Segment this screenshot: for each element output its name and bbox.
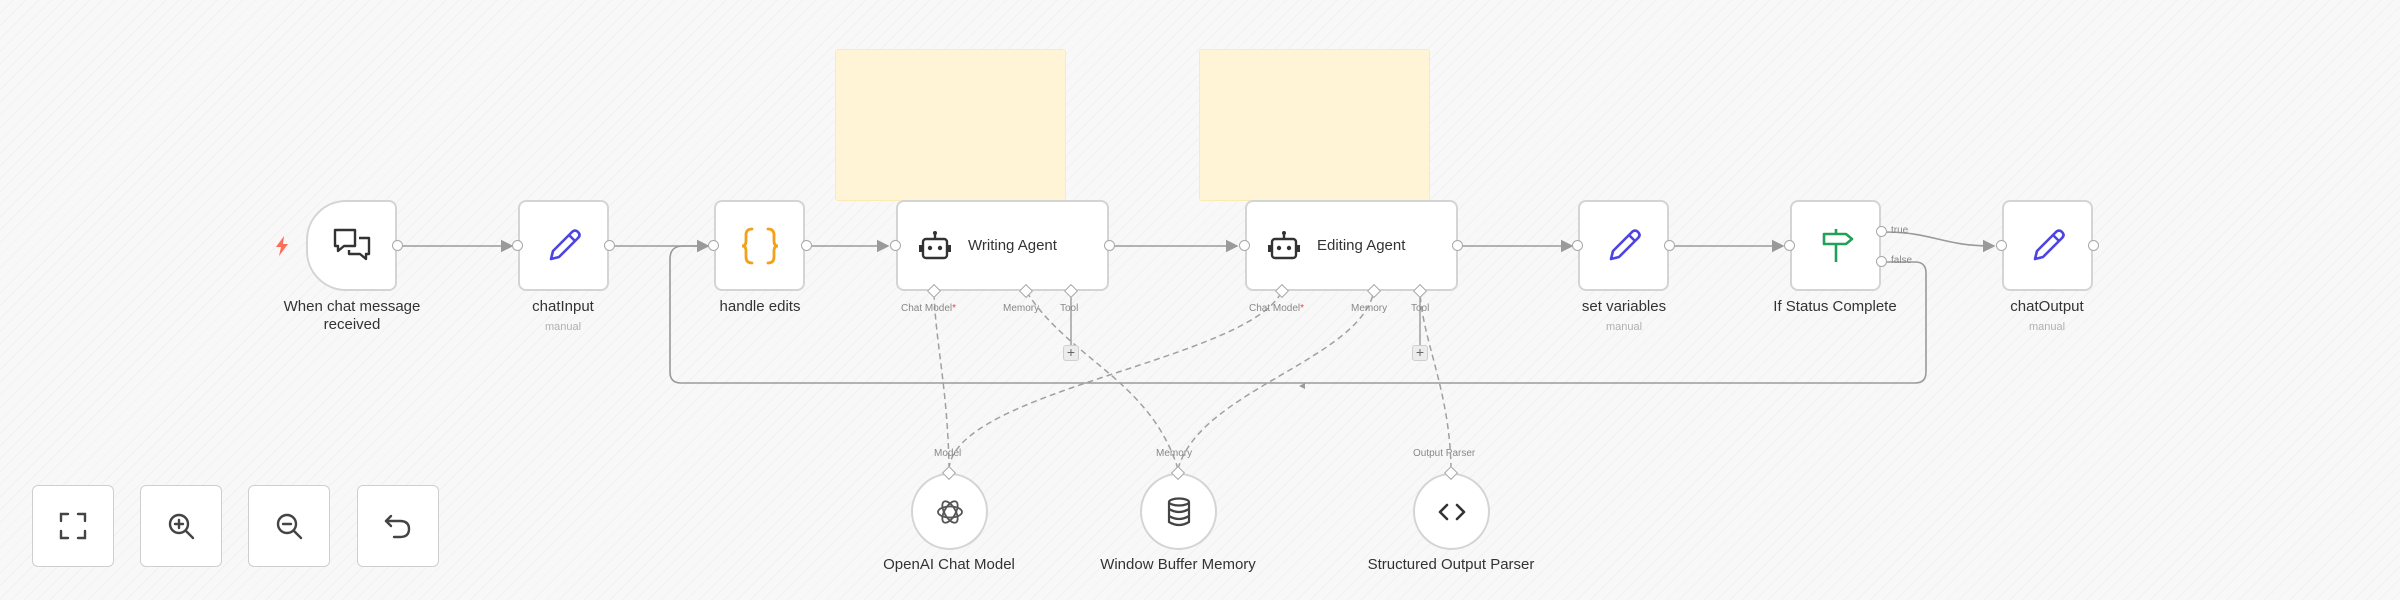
node-sublabel-chatinput: manual [544, 321, 582, 333]
node-label-chatoutput: chatOutput [2010, 298, 2084, 315]
input-port[interactable] [1996, 240, 2007, 251]
writing-agent-title: Writing Agent [968, 237, 1057, 254]
node-label-chatinput: chatInput [532, 298, 594, 315]
model-port-label: Model [934, 448, 962, 459]
output-port[interactable] [392, 240, 403, 251]
node-editing-agent[interactable]: Editing Agent [1245, 200, 1458, 291]
node-openai-chat-model[interactable] [911, 473, 988, 550]
code-brackets-icon [1438, 503, 1465, 520]
false-output-port[interactable] [1876, 256, 1887, 267]
input-port[interactable] [708, 240, 719, 251]
edge-parser-editing [1419, 290, 1452, 470]
pencil-icon [549, 228, 581, 260]
node-sublabel-chatoutput: manual [2028, 321, 2066, 333]
input-port[interactable] [1239, 240, 1250, 251]
add-tool-button[interactable]: + [1412, 345, 1428, 361]
output-port[interactable] [2088, 240, 2099, 251]
undo-icon [384, 514, 411, 539]
signpost-icon [1822, 228, 1853, 262]
true-output-label: true [1891, 225, 1909, 236]
output-port[interactable] [1452, 240, 1463, 251]
memory-port-label: Memory [1351, 303, 1388, 314]
chat-model-port-label: Chat Model* [1249, 303, 1305, 314]
node-window-buffer-memory[interactable] [1140, 473, 1217, 550]
true-output-port[interactable] [1876, 226, 1887, 237]
openai-logo-icon [936, 499, 963, 524]
node-structured-output-parser[interactable] [1413, 473, 1490, 550]
node-if-status-complete[interactable] [1790, 200, 1881, 291]
input-port[interactable] [512, 240, 523, 251]
node-label-structured-output-parser: Structured Output Parser [1367, 556, 1535, 573]
fit-view-button[interactable] [32, 485, 114, 567]
node-when-chat-message-received[interactable] [306, 200, 397, 291]
pencil-icon [1609, 228, 1641, 260]
input-port[interactable] [890, 240, 901, 251]
code-braces-icon [741, 227, 778, 264]
output-port[interactable] [801, 240, 812, 251]
output-port[interactable] [604, 240, 615, 251]
edge-true-chatoutput [1882, 231, 1996, 253]
lightning-bolt-icon [276, 236, 288, 256]
node-label-handle-edits: handle edits [719, 298, 801, 315]
robot-icon [1268, 230, 1300, 259]
reset-zoom-button[interactable] [357, 485, 439, 567]
zoom-in-icon [168, 513, 195, 540]
edge-model-editing [948, 290, 1283, 470]
editing-agent-title: Editing Agent [1317, 237, 1406, 254]
sticky-note[interactable] [1199, 49, 1430, 201]
robot-icon [919, 230, 951, 259]
node-handle-edits[interactable] [714, 200, 805, 291]
sticky-note[interactable] [835, 49, 1066, 201]
memory-port-label: Memory [1156, 448, 1193, 459]
tool-port-label: Tool [1060, 303, 1079, 314]
edge-memory-editing [1177, 290, 1375, 470]
node-label-window-buffer-memory: Window Buffer Memory [1100, 556, 1256, 573]
memory-port-label: Memory [1003, 303, 1040, 314]
output-port[interactable] [1104, 240, 1115, 251]
false-output-label: false [1891, 255, 1913, 266]
edge-model-writing [933, 290, 950, 470]
output-port[interactable] [1664, 240, 1675, 251]
chat-model-port-label: Chat Model* [901, 303, 957, 314]
edge-false-loopback [669, 239, 1927, 384]
zoom-out-icon [276, 513, 303, 540]
node-label-openai: OpenAI Chat Model [883, 556, 1015, 573]
input-port[interactable] [1572, 240, 1583, 251]
database-icon [1167, 496, 1190, 526]
add-tool-button[interactable]: + [1063, 345, 1079, 361]
node-writing-agent[interactable]: Writing Agent [896, 200, 1109, 291]
node-chatoutput[interactable] [2002, 200, 2093, 291]
fullscreen-icon [59, 512, 87, 540]
node-label-set-variables: set variables [1581, 298, 1667, 315]
edge-memory-writing [1025, 290, 1179, 470]
output-parser-port-label: Output Parser [1413, 448, 1476, 459]
input-port[interactable] [1784, 240, 1795, 251]
zoom-in-button[interactable] [140, 485, 222, 567]
node-label-if-status: If Status Complete [1773, 298, 1897, 315]
node-set-variables[interactable] [1578, 200, 1669, 291]
node-label-trigger: When chat message received [283, 298, 421, 333]
pencil-icon [2033, 228, 2065, 260]
tool-port-label: Tool [1411, 303, 1430, 314]
chat-bubbles-icon [333, 228, 370, 260]
zoom-out-button[interactable] [248, 485, 330, 567]
node-sublabel-set-variables: manual [1605, 321, 1643, 333]
node-chatinput[interactable] [518, 200, 609, 291]
